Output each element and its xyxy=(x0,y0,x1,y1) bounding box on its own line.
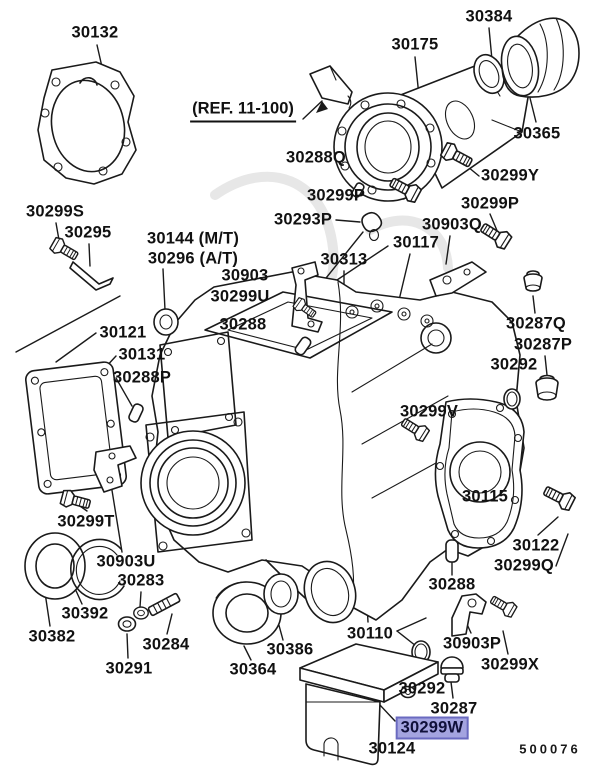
part-label-30299P-1: 30299P xyxy=(306,186,366,205)
part-30293P-clip xyxy=(361,211,383,242)
part-label-30903Q: 30903Q xyxy=(422,215,482,234)
part-label-30121: 30121 xyxy=(99,323,147,342)
sheet-code: 500076 xyxy=(519,741,581,757)
part-label-30295: 30295 xyxy=(64,223,112,242)
part-label-30122: 30122 xyxy=(512,536,560,555)
part-30132-gasket xyxy=(37,61,137,185)
part-label-30364: 30364 xyxy=(229,660,277,679)
ref-note: (REF. 11-100) xyxy=(190,100,296,123)
part-label-30287: 30287 xyxy=(430,699,478,718)
part-30292-oring-right xyxy=(503,388,521,410)
part-label-30292-right: 30292 xyxy=(490,355,538,374)
main-case-drawing xyxy=(140,271,525,624)
part-label-30299S: 30299S xyxy=(25,202,85,221)
part-30365-cover xyxy=(500,17,580,98)
part-label-30288P: 30288P xyxy=(112,368,172,387)
part-30384-seal xyxy=(473,53,505,95)
part-label-30903: 30903 xyxy=(221,266,269,285)
part-label-30299U: 30299U xyxy=(210,287,270,306)
part-30288-pin-lower xyxy=(445,539,459,563)
part-label-30287P: 30287P xyxy=(513,335,573,354)
part-30144-grommet xyxy=(153,308,179,336)
part-label-30299X: 30299X xyxy=(480,655,540,674)
part-label-30299P-2: 30299P xyxy=(460,194,520,213)
part-label-30175: 30175 xyxy=(391,35,439,54)
part-label-30299T: 30299T xyxy=(57,512,115,531)
part-label-30382: 30382 xyxy=(28,627,76,646)
part-30175-extension-housing xyxy=(333,63,531,202)
part-label-30384: 30384 xyxy=(465,7,513,26)
part-30291-washer xyxy=(117,616,137,632)
part-30382-seal xyxy=(24,532,86,600)
part-label-30299Q: 30299Q xyxy=(494,556,554,575)
part-label-30903U: 30903U xyxy=(96,552,156,571)
part-30903U-bracket xyxy=(93,445,137,493)
part-30288P-pin xyxy=(128,403,144,423)
part-30392-snap-ring xyxy=(70,538,125,601)
part-30115-rear-cover xyxy=(434,398,525,549)
part-label-30386: 30386 xyxy=(266,640,314,659)
part-label-30299V: 30299V xyxy=(399,402,459,421)
part-label-30132: 30132 xyxy=(71,23,119,42)
part-30283-washer xyxy=(133,606,149,620)
part-label-30365: 30365 xyxy=(513,124,561,143)
part-30299T-bolt xyxy=(59,487,93,514)
part-30295-clip xyxy=(69,261,114,291)
part-30288Q-pin xyxy=(351,182,365,198)
part-label-30124: 30124 xyxy=(368,739,416,758)
part-label-30292-bottom: 30292 xyxy=(398,679,446,698)
part-30288-pin-upper xyxy=(294,336,312,356)
part-30299X-bolt xyxy=(487,591,519,620)
sealant-tube xyxy=(309,65,353,109)
part-label-30293P: 30293P xyxy=(273,210,333,229)
part-30124-cover-box xyxy=(299,643,439,766)
part-30386-ring xyxy=(263,573,299,615)
part-label-30299Y: 30299Y xyxy=(480,166,540,185)
ref-arrow xyxy=(316,101,328,113)
part-label-30110: 30110 xyxy=(347,624,393,643)
part-label-30115: 30115 xyxy=(462,487,508,506)
part-30903P-bracket xyxy=(451,593,487,637)
part-30287P-plug xyxy=(535,374,559,401)
part-label-30284: 30284 xyxy=(142,635,190,654)
part-30122-bolt xyxy=(540,481,577,513)
part-label-30288-lower: 30288 xyxy=(428,575,476,594)
part-label-30283: 30283 xyxy=(117,571,165,590)
part-label-30131: 30131 xyxy=(118,345,166,364)
part-30903Q-bracket xyxy=(429,261,487,297)
part-30287Q-plug xyxy=(523,270,543,292)
part-30287-plug xyxy=(440,656,464,683)
part-label-30117: 30117 xyxy=(393,233,439,252)
part-label-30392: 30392 xyxy=(61,604,109,623)
part-label-30288Q: 30288Q xyxy=(286,148,346,167)
part-label-30313: 30313 xyxy=(320,250,368,269)
part-label-30299W-highlighted[interactable]: 30299W xyxy=(397,718,467,738)
part-label-30144: 30144 (M/T) xyxy=(146,229,240,248)
part-label-30903P: 30903P xyxy=(442,634,502,653)
part-30284-stud xyxy=(147,592,181,617)
part-label-30288-upper: 30288 xyxy=(219,315,267,334)
part-label-30287Q: 30287Q xyxy=(506,314,566,333)
part-label-30291: 30291 xyxy=(105,659,153,678)
part-30299P-bolt-2 xyxy=(476,218,514,252)
part-label-30296: 30296 (A/T) xyxy=(147,249,239,268)
